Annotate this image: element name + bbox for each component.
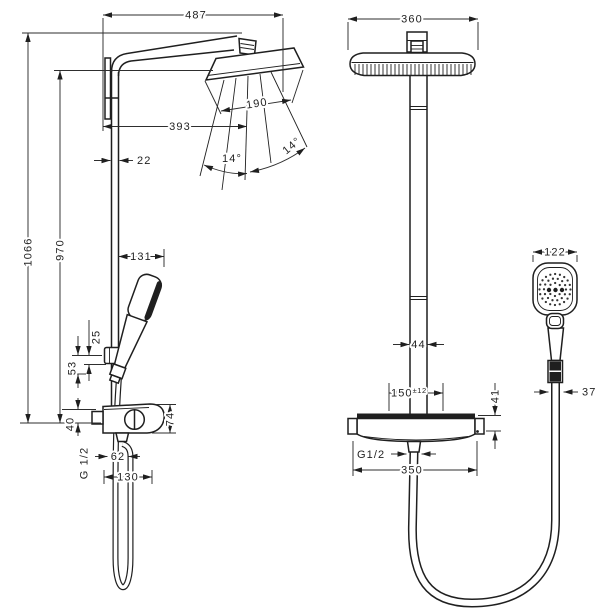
- wall-plate: [104, 57, 112, 120]
- dim-131: 131: [118, 249, 165, 267]
- dim-122: 122: [532, 245, 578, 262]
- handshower-neck: [547, 327, 565, 362]
- handshower-sprayface: [144, 281, 162, 321]
- dim-22-label: 22: [137, 155, 151, 167]
- dim-25-label: 25: [91, 330, 103, 344]
- dim-393-label: 393: [169, 121, 191, 133]
- shower-hose-front: [407, 382, 560, 608]
- dim-970-label: 970: [55, 239, 67, 261]
- dim-487: 487: [102, 8, 284, 131]
- dim-40: 40: [62, 398, 96, 436]
- angle-right-label: 14°: [281, 135, 304, 157]
- spray-dots-outer: [538, 272, 572, 307]
- handshower-side: [108, 273, 163, 385]
- dim-130: 130: [103, 470, 153, 486]
- spray-dots-middle: [542, 277, 568, 302]
- front-view: 360 44 150±12 122 37: [347, 12, 597, 608]
- valve-side: [91, 403, 165, 443]
- side-view: 487 1066 970 393 22 190: [20, 8, 308, 591]
- dim-22: 22: [94, 153, 152, 169]
- dim-487-label: 487: [185, 10, 207, 22]
- dim-190: 190: [204, 69, 304, 115]
- dim-62: 62: [95, 449, 140, 465]
- dim-74-label: 74: [165, 412, 177, 426]
- wall-supply-connector: [91, 410, 104, 425]
- dim-44: 44: [393, 337, 444, 353]
- dim-44-label: 44: [411, 339, 425, 351]
- dim-122-label: 122: [544, 247, 566, 259]
- dim-1066: 1066: [20, 32, 242, 424]
- spray-lines: [199, 71, 308, 191]
- valve-outlet-side: [115, 432, 130, 443]
- handshower-front: [532, 262, 578, 384]
- dim-150: 150±12: [388, 383, 444, 411]
- dim-970: 970: [53, 70, 213, 423]
- valve-front: [347, 413, 485, 453]
- dim-1066-label: 1066: [23, 238, 35, 267]
- dim-angle-right: 14°: [249, 133, 305, 173]
- valve-left-cap: [347, 417, 358, 435]
- dim-41: 41: [478, 383, 504, 449]
- dim-190-label: 190: [245, 96, 268, 111]
- dim-53: 53: [65, 336, 86, 388]
- valve-top-bar: [357, 413, 475, 419]
- dim-37: 37: [534, 385, 597, 401]
- dim-g12-front: G1/2: [355, 447, 436, 463]
- arm-joint: [238, 37, 257, 56]
- handshower-handle: [113, 313, 149, 369]
- dim-41-label: 41: [490, 389, 502, 403]
- dim-350-label: 350: [401, 465, 423, 477]
- dim-62-label: 62: [111, 451, 125, 463]
- dim-angle-left: 14°: [203, 151, 248, 177]
- dim-393: 393: [103, 119, 247, 135]
- dim-360-label: 360: [401, 14, 423, 26]
- overhead-shower-front: [349, 52, 476, 77]
- overhead-shower-side: [204, 47, 305, 81]
- spray-rim-ribs: [354, 64, 472, 75]
- valve-outlet-front: [406, 440, 422, 453]
- thread-label-front: G1/2: [357, 449, 385, 461]
- dim-53-label: 53: [67, 361, 79, 375]
- angle-left-label: 14°: [222, 153, 242, 165]
- dim-130-label: 130: [117, 472, 139, 484]
- thread-label-side: G 1/2: [79, 447, 91, 479]
- dim-25: 25: [72, 320, 106, 381]
- riser-pipe-front: [409, 75, 428, 414]
- dim-74: 74: [152, 404, 179, 434]
- dim-360: 360: [347, 12, 479, 50]
- valve-right-cap: [474, 417, 485, 435]
- shower-arm: [110, 35, 257, 77]
- dim-350: 350: [352, 441, 478, 479]
- hose-nut: [108, 373, 122, 385]
- dim-40-label: 40: [65, 417, 77, 431]
- dim-150-label: 150±12: [391, 386, 427, 400]
- arm-joint-front: [406, 31, 428, 54]
- dim-37-label: 37: [582, 387, 596, 399]
- dim-131-label: 131: [130, 251, 152, 263]
